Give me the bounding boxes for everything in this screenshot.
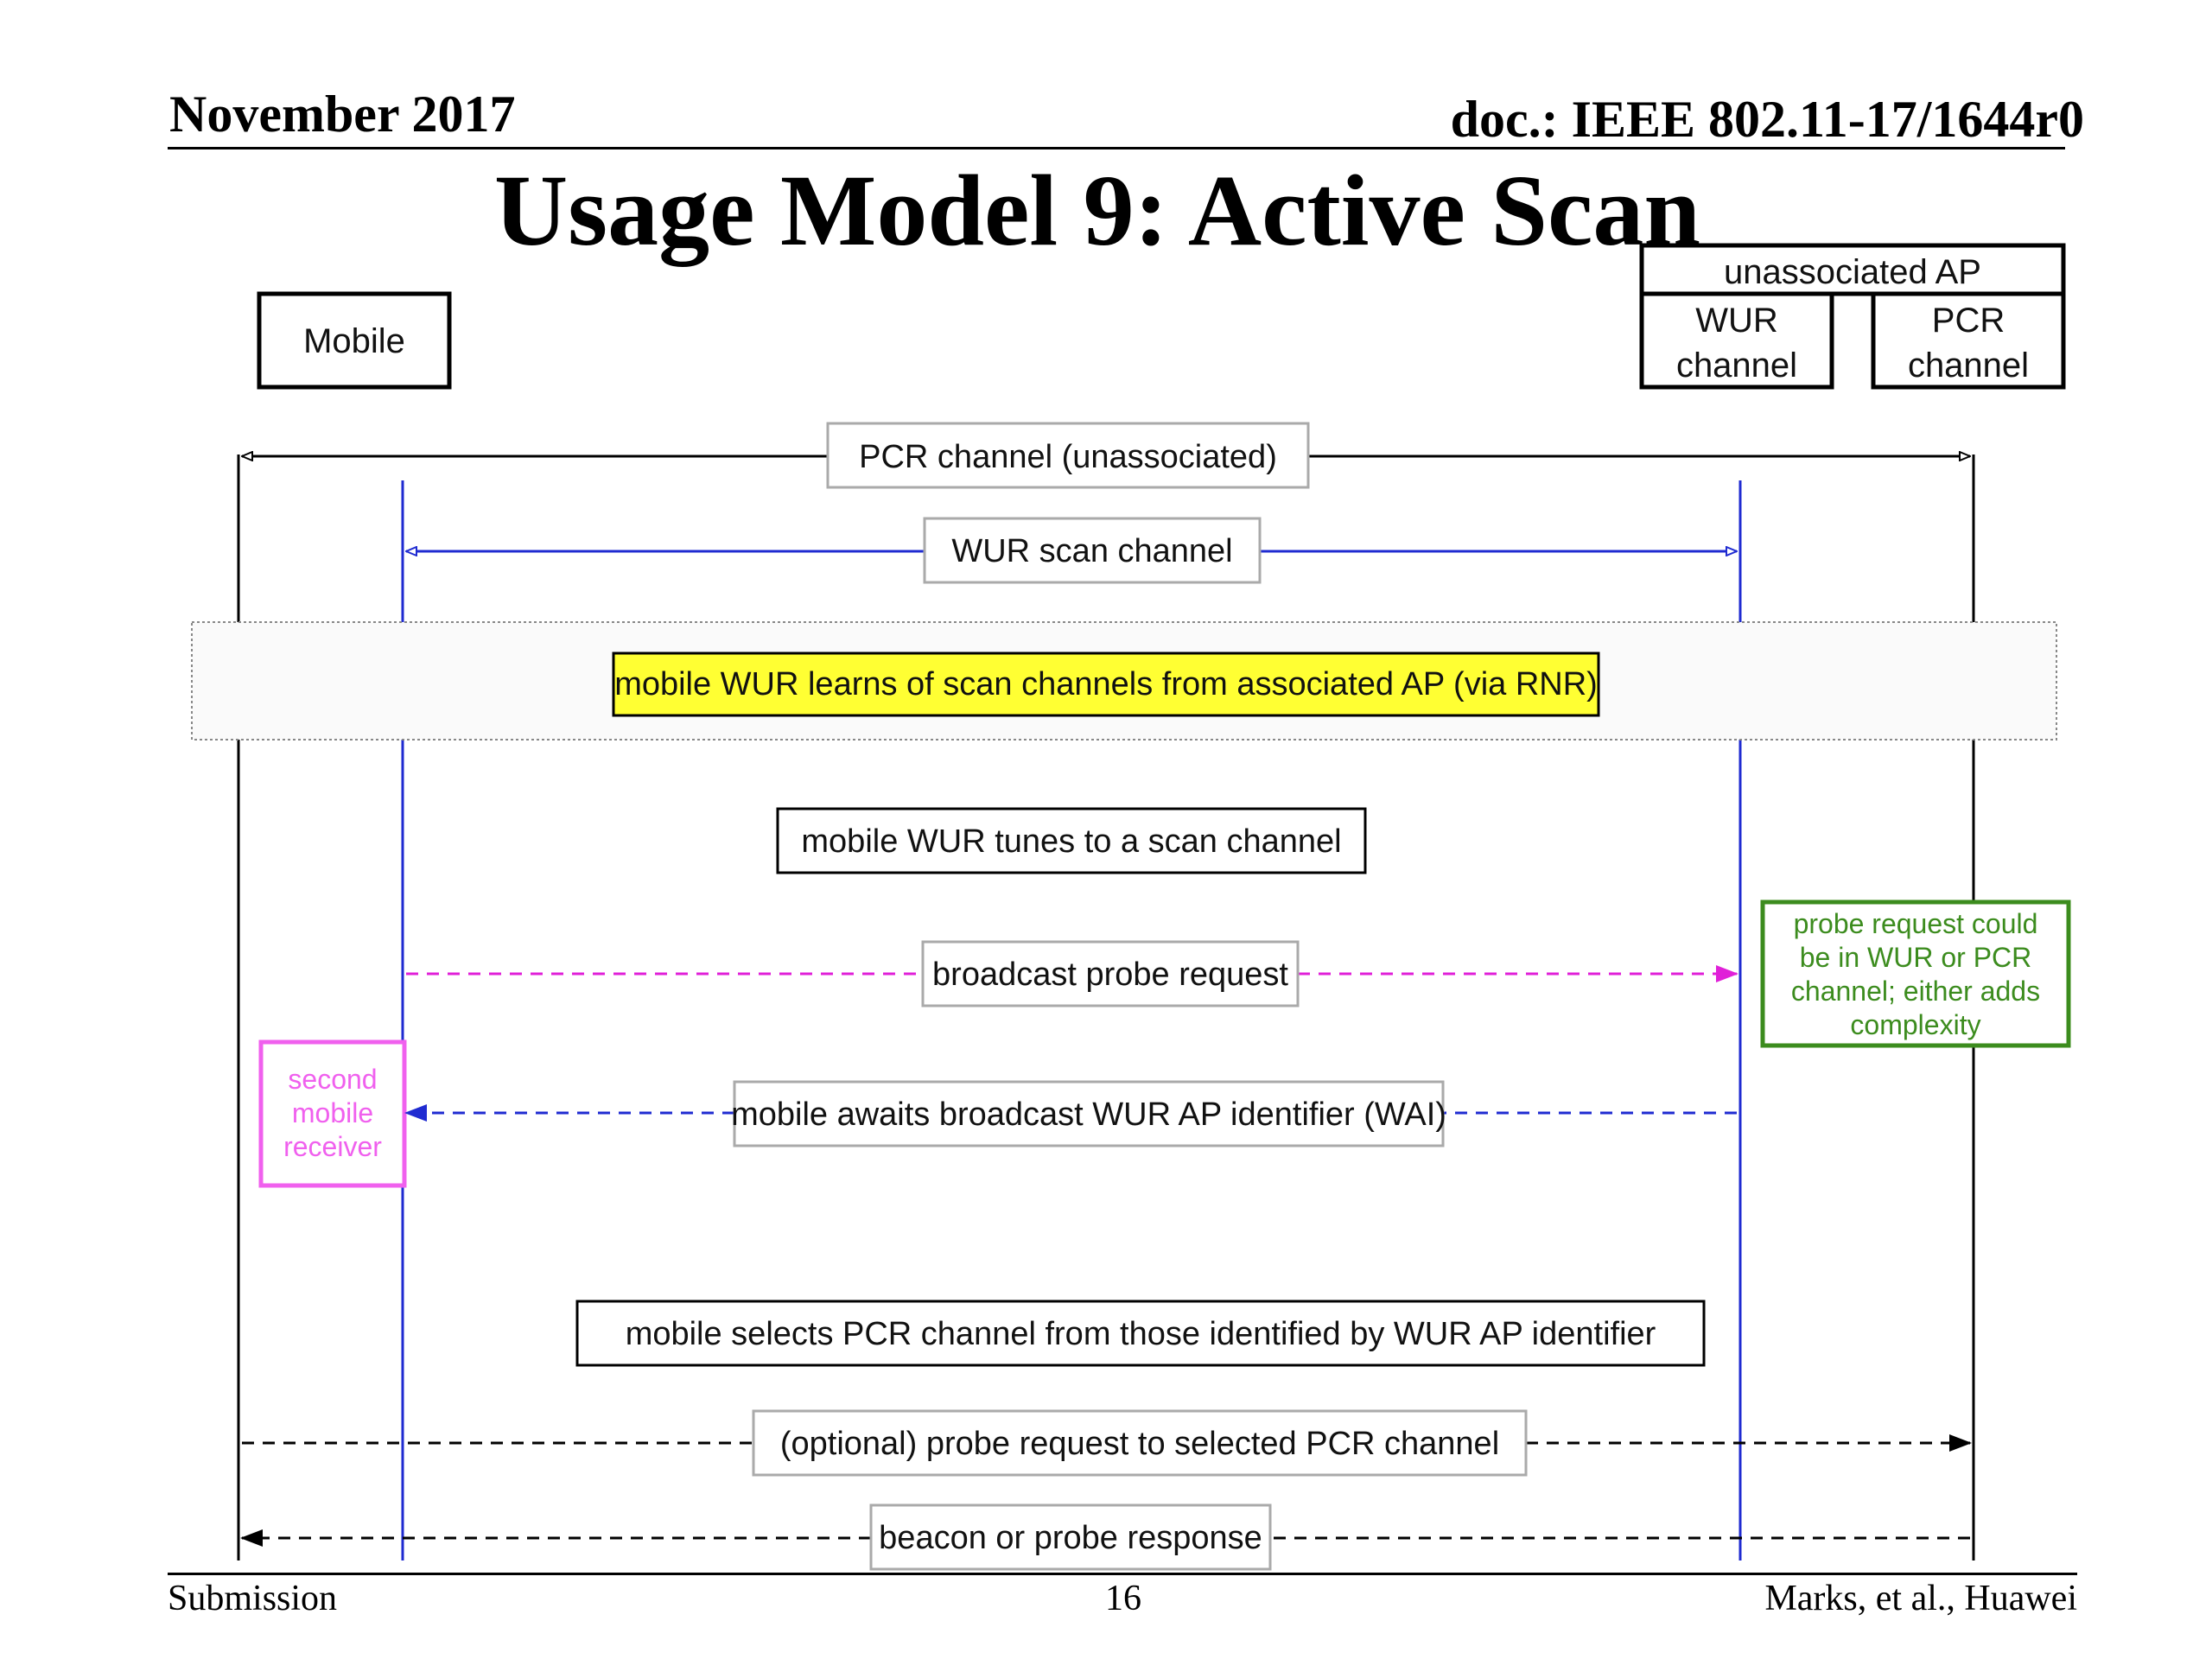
mobile-participant: Mobile	[257, 291, 452, 390]
learns-band: mobile WUR learns of scan channels from …	[191, 621, 2057, 741]
header-doc-id: doc.: IEEE 802.11-17/1644r0	[1450, 91, 2084, 148]
footer-rule	[168, 1573, 2077, 1575]
wur-scan-channel-label: WUR scan channel	[951, 533, 1232, 569]
probe-side-note-line3: channel; either adds	[1791, 976, 2040, 1007]
beacon-label: beacon or probe response	[879, 1520, 1262, 1556]
pcr-channel-label: PCR channel (unassociated)	[859, 439, 1277, 475]
awaits-label: mobile awaits broadcast WUR AP identifie…	[731, 1096, 1446, 1133]
ap-pcr-channel-line1: PCR	[1932, 302, 2005, 340]
optional-probe-label: (optional) probe request to selected PCR…	[780, 1426, 1499, 1462]
second-receiver-line1: second	[288, 1064, 377, 1095]
probe-side-note-line4: complexity	[1850, 1009, 1980, 1040]
ap-participant: unassociated AP WUR channel PCR channel	[1639, 243, 2066, 390]
tunes-note: mobile WUR tunes to a scan channel	[801, 823, 1341, 860]
ap-wur-channel-line1: WUR	[1695, 302, 1778, 340]
probe-side-note-line1: probe request could	[1794, 908, 2038, 939]
learns-note: mobile WUR learns of scan channels from …	[614, 666, 1598, 702]
header-date: November 2017	[169, 86, 516, 143]
broadcast-probe-label: broadcast probe request	[932, 957, 1288, 993]
pcr-channel-span: PCR channel (unassociated)	[242, 422, 1970, 489]
broadcast-probe-message: broadcast probe request	[406, 940, 1738, 1007]
second-receiver-line3: receiver	[283, 1131, 382, 1162]
optional-probe-message: (optional) probe request to selected PCR…	[242, 1409, 1972, 1477]
footer-submission: Submission	[168, 1579, 338, 1618]
ap-label: unassociated AP	[1724, 253, 1981, 291]
ap-pcr-channel-line2: channel	[1908, 346, 2029, 385]
mobile-label: Mobile	[303, 322, 405, 360]
awaits-wai-message: mobile awaits broadcast WUR AP identifie…	[404, 1080, 1737, 1147]
ap-wur-channel-line2: channel	[1676, 346, 1797, 385]
probe-side-note-line2: be in WUR or PCR	[1800, 942, 2032, 973]
selects-note-box: mobile selects PCR channel from those id…	[575, 1300, 1706, 1367]
footer-page-number: 16	[1105, 1579, 1141, 1618]
beacon-message: beacon or probe response	[240, 1503, 1970, 1571]
second-receiver-note: second mobile receiver	[258, 1039, 407, 1188]
probe-side-note: probe request could be in WUR or PCR cha…	[1760, 899, 2071, 1048]
slide-title: Usage Model 9: Active Scan	[493, 154, 1701, 267]
second-receiver-line2: mobile	[292, 1097, 373, 1128]
tunes-note-box: mobile WUR tunes to a scan channel	[776, 807, 1367, 874]
selects-note: mobile selects PCR channel from those id…	[626, 1316, 1656, 1352]
wur-scan-channel-span: WUR scan channel	[406, 517, 1737, 584]
footer-authors: Marks, et al., Huawei	[1764, 1579, 2077, 1618]
header-rule	[168, 147, 2065, 149]
